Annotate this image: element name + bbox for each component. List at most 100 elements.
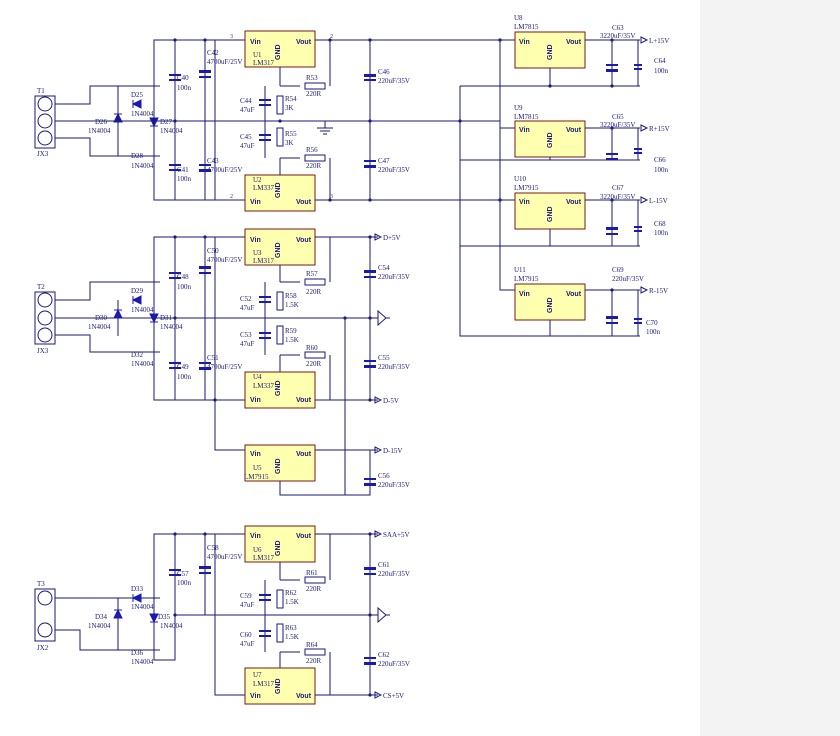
regulator-u7: Vin Vout GND U7 LM317: [244, 667, 316, 705]
svg-text:4700uF/25V: 4700uF/25V: [207, 553, 242, 561]
diode-d27: D27 1N4004: [149, 104, 183, 140]
cap-c41: C41 100n: [169, 164, 192, 183]
svg-text:Vin: Vin: [250, 693, 261, 700]
resistor-r54: R54 3K: [276, 95, 297, 115]
svg-text:R62: R62: [285, 589, 297, 597]
svg-text:100n: 100n: [177, 84, 192, 92]
svg-text:Vin: Vin: [250, 237, 261, 244]
svg-text:Vout: Vout: [296, 39, 312, 46]
svg-text:1N4004: 1N4004: [131, 162, 154, 170]
svg-text:U1: U1: [253, 51, 262, 59]
svg-text:C43: C43: [207, 157, 219, 165]
svg-text:220R: 220R: [306, 288, 322, 296]
resistor-r57: R57 220R: [304, 270, 326, 296]
svg-text:CS+5V: CS+5V: [383, 692, 404, 700]
cap-c56: C56 220uF/35V: [364, 472, 410, 489]
svg-text:3K: 3K: [285, 104, 294, 112]
diode-d32: D32 1N4004: [131, 351, 154, 368]
canvas-margin: [700, 0, 840, 736]
svg-text:4700uF/25V: 4700uF/25V: [207, 256, 242, 264]
svg-text:LM317: LM317: [253, 680, 275, 688]
svg-text:U2: U2: [253, 176, 262, 184]
svg-text:C57: C57: [177, 570, 189, 578]
svg-text:R-15V: R-15V: [649, 287, 668, 295]
svg-text:R56: R56: [306, 146, 318, 154]
svg-text:Vout: Vout: [296, 533, 312, 540]
diode-d30: D30 1N4004: [88, 314, 111, 331]
svg-text:1N4004: 1N4004: [160, 622, 183, 630]
svg-text:220uF/35V: 220uF/35V: [378, 363, 410, 371]
cap-c69: C69 220uF/35V: [606, 266, 644, 324]
svg-text:1.5K: 1.5K: [285, 633, 299, 641]
svg-text:1N4004: 1N4004: [131, 110, 154, 118]
svg-text:R63: R63: [285, 624, 297, 632]
svg-text:3220uF/35V: 3220uF/35V: [600, 32, 635, 40]
svg-text:R60: R60: [306, 344, 318, 352]
svg-text:D26: D26: [95, 118, 108, 126]
svg-text:Vout: Vout: [296, 451, 312, 458]
svg-text:100n: 100n: [654, 67, 669, 75]
cap-c49: C49 100n: [169, 362, 192, 381]
svg-text:1N4004: 1N4004: [88, 127, 111, 135]
cap-c55: C55 220uF/35V: [364, 354, 410, 371]
cap-c54: C54 220uF/35V: [364, 264, 410, 281]
svg-text:Vout: Vout: [566, 291, 582, 298]
cap-c48: C48 100n: [169, 272, 192, 291]
svg-text:R58: R58: [285, 292, 297, 300]
svg-text:GND: GND: [547, 44, 554, 60]
regulator-u9: Vin Vout GND U9 LM7815: [514, 104, 586, 158]
diode-d34: D34 1N4004: [88, 613, 111, 630]
net-label-l-plus-15v: L+15V: [640, 36, 669, 45]
svg-text:Vout: Vout: [296, 237, 312, 244]
resistor-r56: R56 220R: [304, 146, 326, 170]
svg-text:220R: 220R: [306, 585, 322, 593]
cap-c46: C46 220uF/35V: [364, 68, 410, 85]
svg-text:Vout: Vout: [566, 127, 582, 134]
svg-text:Vout: Vout: [296, 397, 312, 404]
resistor-r58: R58 1.5K: [276, 291, 299, 311]
regulator-u6: Vin Vout GND U6 LM317: [244, 525, 316, 563]
diode-d28: D28 1N4004: [117, 140, 160, 170]
svg-text:1N4004: 1N4004: [131, 360, 154, 368]
svg-text:C45: C45: [240, 133, 252, 141]
cap-c58: C58 4700uF/25V: [199, 544, 242, 574]
net-label-d-minus-15v: D-15V: [374, 446, 402, 455]
svg-text:2: 2: [330, 34, 333, 40]
cap-c68: C68 100n: [654, 220, 669, 237]
cap-c61: C61 220uF/35V: [364, 561, 410, 578]
svg-text:4700uF/25V: 4700uF/25V: [207, 363, 242, 371]
cap-c52: C52 47uF: [240, 295, 271, 312]
svg-text:GND: GND: [547, 132, 554, 148]
svg-text:LM7915: LM7915: [514, 275, 539, 283]
resistor-r62: R62 1.5K: [276, 589, 299, 609]
svg-text:D28: D28: [131, 152, 144, 160]
ground-symbol: [317, 121, 333, 135]
svg-text:R59: R59: [285, 327, 297, 335]
svg-text:47uF: 47uF: [240, 601, 255, 609]
svg-text:C48: C48: [177, 273, 189, 281]
svg-text:D+5V: D+5V: [383, 234, 401, 242]
svg-text:100n: 100n: [654, 229, 669, 237]
cap-c59: C59 47uF: [240, 592, 271, 609]
diode-d36: D36 1N4004: [131, 649, 154, 666]
svg-text:Vin: Vin: [250, 533, 261, 540]
svg-text:C49: C49: [177, 363, 189, 371]
svg-text:C55: C55: [378, 354, 390, 362]
svg-text:D29: D29: [131, 287, 144, 295]
connector-ref: T1: [37, 87, 45, 95]
cap-c57: C57 100n: [169, 569, 192, 587]
diode-d29: D29 1N4004: [131, 287, 154, 314]
svg-text:LM7815: LM7815: [514, 23, 539, 31]
svg-text:R57: R57: [306, 270, 318, 278]
svg-text:Vout: Vout: [566, 39, 582, 46]
svg-text:1.5K: 1.5K: [285, 336, 299, 344]
svg-text:220uF/35V: 220uF/35V: [378, 481, 410, 489]
svg-text:4700uF/25V: 4700uF/25V: [207, 58, 242, 66]
svg-text:47uF: 47uF: [240, 640, 255, 648]
svg-text:GND: GND: [275, 242, 282, 258]
regulator-u11: Vin Vout GND U11 LM7915: [514, 266, 586, 321]
svg-text:C69: C69: [612, 266, 624, 274]
svg-text:D35: D35: [158, 613, 171, 621]
net-label-saa-plus-5v: SAA+5V: [374, 530, 410, 539]
svg-text:R61: R61: [306, 569, 318, 577]
